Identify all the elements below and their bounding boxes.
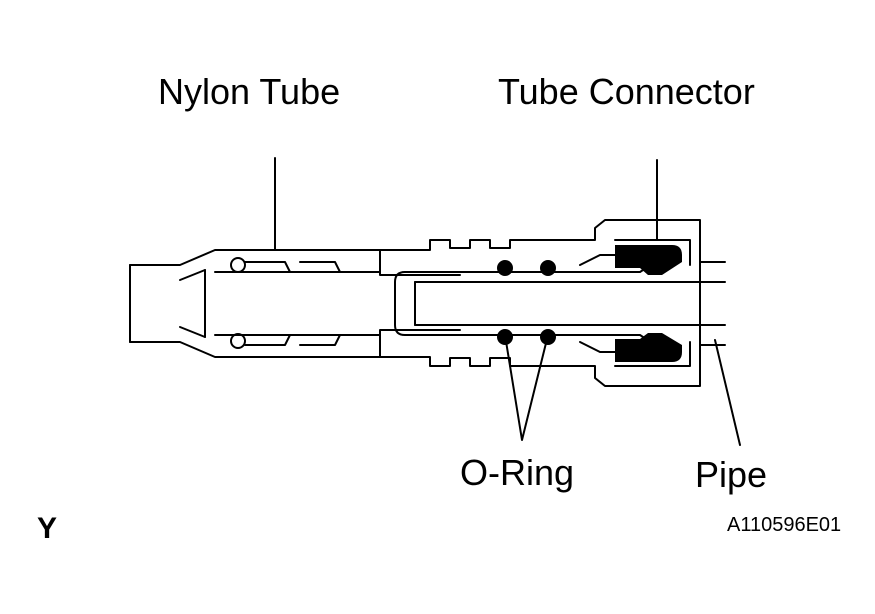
o-ring-top-1 [497, 260, 513, 276]
tube-connector-body [379, 219, 726, 387]
o-ring-bottom-1 [497, 329, 513, 345]
nylon-tube [129, 249, 461, 358]
pipe-label: Pipe [695, 454, 768, 495]
o-ring-label: O-Ring [460, 452, 575, 493]
retainer-ring-top [230, 257, 246, 273]
o-ring-leader [504, 334, 549, 441]
pipe-leader [714, 339, 741, 446]
corner-letter: Y [37, 512, 58, 545]
figure-code: A110596E01 [727, 514, 842, 536]
tube-connector-label: Tube Connector [498, 71, 755, 112]
nylon-tube-label: Nylon Tube [158, 71, 341, 112]
retainer-ring-bottom [230, 333, 246, 349]
o-ring-bottom-2 [540, 329, 556, 345]
o-ring-top-2 [540, 260, 556, 276]
retainer-clip-top [615, 245, 682, 275]
retainer-clip-bottom [615, 333, 682, 362]
